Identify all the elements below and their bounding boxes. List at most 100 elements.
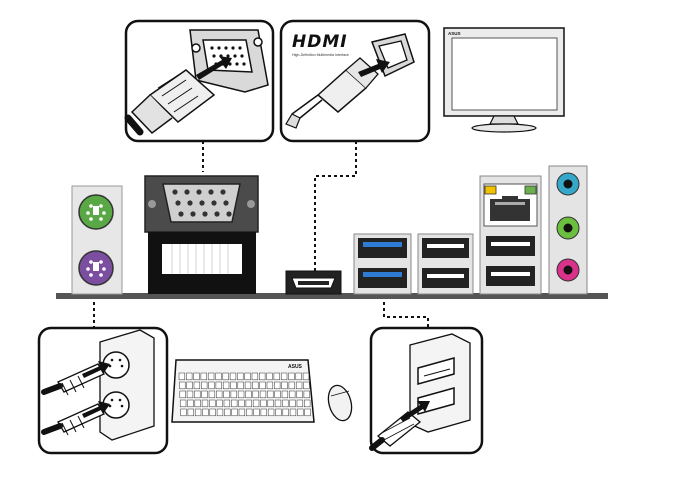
keyboard-key <box>261 400 267 407</box>
keyboard-key <box>237 373 243 380</box>
keyboard-key <box>245 382 251 389</box>
keyboard-key <box>274 382 280 389</box>
keyboard-key <box>232 409 238 416</box>
keyboard-key <box>303 373 309 380</box>
monitor-brand-label: ASUS <box>448 31 461 36</box>
vga-port <box>145 176 258 294</box>
keyboard-key <box>268 400 274 407</box>
keyboard-key <box>260 382 266 389</box>
keyboard-key <box>260 391 266 398</box>
keyboard-key <box>275 400 281 407</box>
keyboard-key <box>180 391 186 398</box>
keyboard-key <box>261 409 267 416</box>
keyboard-key <box>230 373 236 380</box>
keyboard-key <box>297 409 303 416</box>
rj45-lan-icon <box>484 184 537 226</box>
keyboard-key <box>290 400 296 407</box>
keyboard-key <box>194 382 200 389</box>
keyboard-key <box>203 409 209 416</box>
usb-callout <box>371 328 482 453</box>
keyboard-key <box>202 391 208 398</box>
keyboard-key <box>216 373 222 380</box>
audio-jack-stack <box>549 166 587 294</box>
keyboard-key <box>216 382 222 389</box>
keyboard-key <box>274 373 280 380</box>
keyboard-key <box>304 382 310 389</box>
keyboard-key <box>252 373 258 380</box>
keyboard-icon: ASUS <box>172 360 314 422</box>
keyboard-key <box>209 391 215 398</box>
keyboard-key <box>305 409 311 416</box>
keyboard-key <box>297 400 303 407</box>
keyboard-key <box>179 382 185 389</box>
keyboard-key <box>276 409 282 416</box>
keyboard-key <box>202 400 208 407</box>
keyboard-key <box>179 373 185 380</box>
keyboard-key <box>231 382 237 389</box>
keyboard-key <box>282 400 288 407</box>
hdmi-leader-line <box>315 141 356 271</box>
keyboard-key <box>188 400 194 407</box>
vga-callout <box>126 21 273 141</box>
keyboard-key <box>210 409 216 416</box>
keyboard-key <box>224 409 230 416</box>
ps2-port-stack <box>72 186 122 294</box>
audio-jack-icon <box>557 173 579 195</box>
keyboard-key <box>252 382 258 389</box>
keyboard-key <box>297 391 303 398</box>
keyboard-key <box>187 382 193 389</box>
keyboard-key <box>180 400 186 407</box>
keyboard-key <box>239 409 245 416</box>
keyboard-key <box>282 391 288 398</box>
keyboard-key <box>187 391 193 398</box>
keyboard-key <box>223 382 229 389</box>
keyboard-key <box>253 391 259 398</box>
keyboard-key <box>267 382 273 389</box>
lan-usb-port-stack <box>480 176 541 294</box>
keyboard-key <box>194 373 200 380</box>
keyboard-key <box>296 382 302 389</box>
keyboard-key <box>268 409 274 416</box>
keyboard-key <box>290 409 296 416</box>
keyboard-key <box>216 391 222 398</box>
audio-jack-icon <box>557 217 579 239</box>
keyboard-key <box>209 400 215 407</box>
keyboard-key <box>254 409 260 416</box>
keyboard-key <box>239 400 245 407</box>
keyboard-key <box>209 382 215 389</box>
audio-jack-icon <box>557 259 579 281</box>
keyboard-key <box>289 391 295 398</box>
keyboard-key <box>217 409 223 416</box>
keyboard-key <box>245 373 251 380</box>
ps2-callout <box>39 328 167 453</box>
keyboard-key <box>224 400 230 407</box>
keyboard-brand-label: ASUS <box>288 364 303 370</box>
keyboard-key <box>195 409 201 416</box>
keyboard-key <box>188 409 194 416</box>
keyboard-key <box>238 391 244 398</box>
keyboard-key <box>304 391 310 398</box>
keyboard-key <box>201 373 207 380</box>
keyboard-key <box>217 400 223 407</box>
keyboard-key <box>201 382 207 389</box>
keyboard-key <box>282 382 288 389</box>
keyboard-key <box>304 400 310 407</box>
keyboard-key <box>194 391 200 398</box>
usb-leader-line <box>384 296 428 328</box>
keyboard-key <box>289 382 295 389</box>
hdmi-logo-wordmark: HDMI <box>292 32 348 52</box>
keyboard-key <box>296 373 302 380</box>
keyboard-key <box>195 400 201 407</box>
keyboard-key <box>246 400 252 407</box>
keyboard-key <box>231 400 237 407</box>
keyboard-key <box>283 409 289 416</box>
keyboard-key <box>224 391 230 398</box>
keyboard-key <box>267 373 273 380</box>
hdmi-callout: HDMI High-Definition Multimedia Interfac… <box>281 21 429 141</box>
keyboard-key <box>281 373 287 380</box>
keyboard-key <box>289 373 295 380</box>
usb-port-stack <box>418 234 473 294</box>
monitor-icon: ASUS <box>444 28 564 132</box>
keyboard-key <box>181 409 187 416</box>
